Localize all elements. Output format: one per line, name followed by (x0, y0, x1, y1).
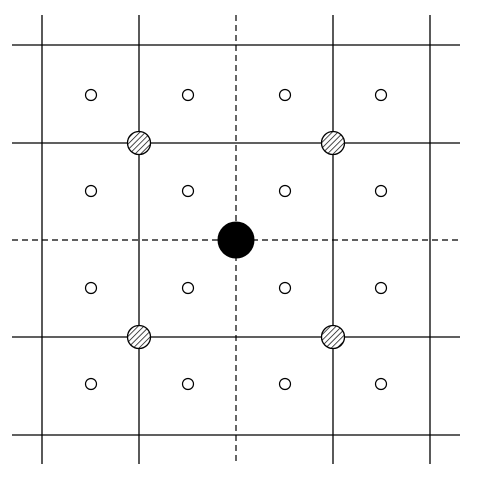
hatched-circle-site (126, 324, 152, 350)
open-circle-site (84, 281, 98, 295)
open-circle-site (374, 281, 388, 295)
open-sites (84, 88, 388, 391)
open-circle-site (181, 377, 195, 391)
hatched-sites (126, 130, 346, 350)
open-circle-site (278, 281, 292, 295)
open-circle-site (181, 281, 195, 295)
hatched-circle-site (320, 324, 346, 350)
open-circle-site (278, 184, 292, 198)
center-site (217, 221, 255, 259)
open-circle-site (84, 88, 98, 102)
open-circle-site (181, 88, 195, 102)
hatched-circle-site (320, 130, 346, 156)
open-circle-site (181, 184, 195, 198)
open-circle-site (374, 88, 388, 102)
filled-center-site (217, 221, 255, 259)
open-circle-site (84, 184, 98, 198)
open-circle-site (84, 377, 98, 391)
open-circle-site (374, 377, 388, 391)
open-circle-site (278, 88, 292, 102)
hatched-circle-site (126, 130, 152, 156)
open-circle-site (278, 377, 292, 391)
open-circle-site (374, 184, 388, 198)
